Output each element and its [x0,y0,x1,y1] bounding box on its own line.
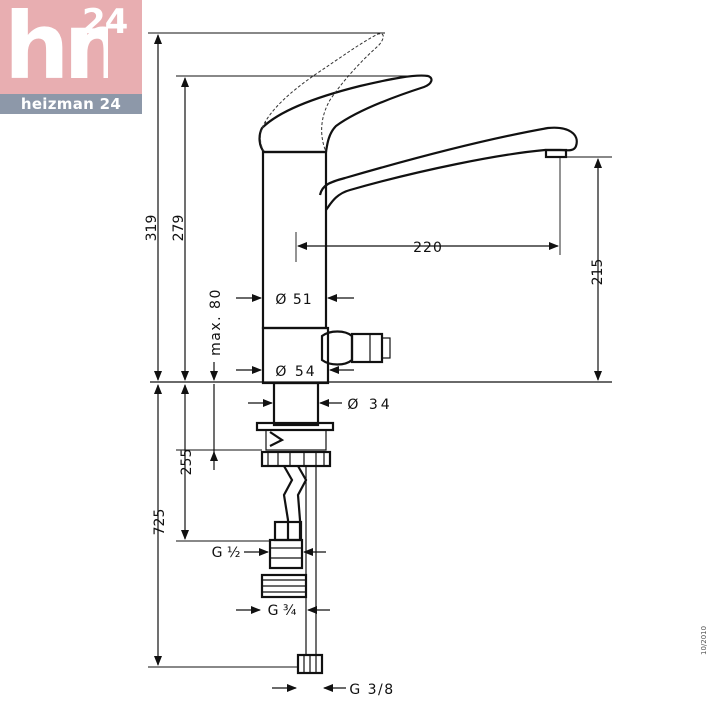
side-valve-cap [350,332,384,364]
logo-caption: heizman 24 [0,94,142,114]
aerator [544,148,568,159]
mounting-plate [255,421,335,432]
logo-hm-letters: hm [4,6,108,86]
label-thread-half: G ½ [212,545,241,561]
hose-fitting-half [268,538,304,570]
dimension-labels: 319 279 max. 80 220 215 Ø 51 Ø 54 Ø 34 2… [144,215,606,698]
label-spout-height: 279 [171,215,187,242]
label-shank-length: 255 [179,449,195,476]
shank [272,381,320,427]
label-shank-diameter: Ø 34 [347,397,392,413]
lever-open-position [261,33,384,153]
logo-number: 24 [82,2,128,42]
label-base-diameter: Ø 54 [275,364,316,380]
dimension-lines [148,32,612,692]
supply-hose-left [282,465,308,540]
side-valve [320,330,354,366]
spout [318,126,578,211]
label-body-diameter: Ø 51 [275,292,312,308]
label-thread-three-eighth: G 3/8 [349,682,394,698]
label-total-height: 319 [144,215,160,242]
drawing-code: 10/2010 [700,625,708,655]
label-thread-three-quarter: G ¾ [268,603,297,619]
logo-background [0,0,142,94]
logo: hm 24 heizman 24 [0,0,142,114]
mounting-nut [260,450,332,468]
faucet-outline [150,33,612,675]
lever-handle [258,74,433,154]
label-max-base: max. 80 [208,288,224,356]
logo-brand-text: hm [4,6,108,86]
label-hose-length: 725 [152,509,168,536]
label-reach: 220 [413,240,443,256]
label-outlet-height: 215 [590,259,606,286]
